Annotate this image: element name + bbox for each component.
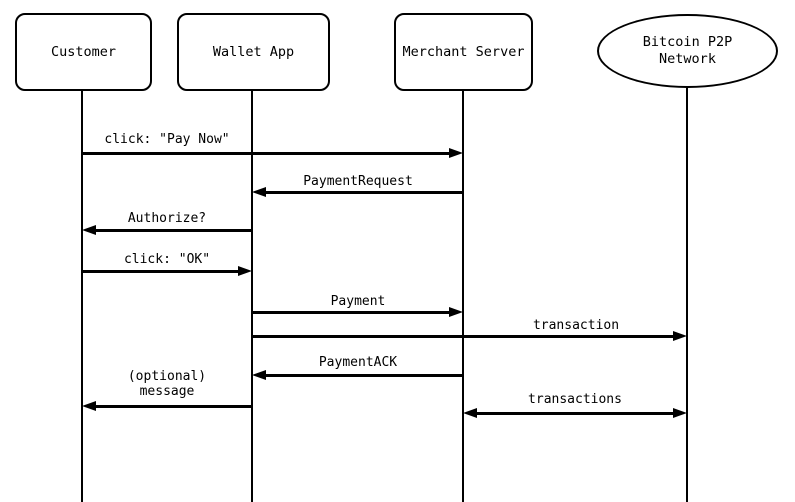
message-arrow-click-pay-now — [82, 147, 463, 159]
arrowhead-left-icon — [463, 408, 477, 418]
arrowhead-left-icon — [252, 187, 266, 197]
message-arrow-authorize — [82, 224, 252, 236]
arrow-line — [252, 335, 675, 338]
message-label-payment: Payment — [330, 294, 386, 309]
lifeline-bitcoin-p2p-network — [686, 88, 688, 502]
arrow-line — [82, 152, 451, 155]
arrow-line — [94, 405, 252, 408]
lifeline-merchant-server — [462, 91, 464, 502]
actor-merchant-server: Merchant Server — [394, 13, 533, 91]
actor-wallet-app-label: Wallet App — [212, 44, 295, 60]
message-label-optional-message: (optional) message — [127, 369, 207, 399]
arrow-line — [82, 270, 240, 273]
arrow-line — [475, 412, 675, 415]
message-label-payment-request: PaymentRequest — [303, 174, 413, 189]
message-label-authorize: Authorize? — [127, 211, 207, 226]
message-arrow-transaction — [252, 330, 687, 342]
message-label-payment-ack: PaymentACK — [318, 355, 398, 370]
actor-customer-label: Customer — [50, 44, 117, 60]
message-arrow-optional-message — [82, 400, 252, 412]
message-label-click-ok: click: "OK" — [123, 252, 211, 267]
lifeline-wallet-app — [251, 91, 253, 502]
actor-bitcoin-p2p-network: Bitcoin P2P Network — [597, 14, 778, 88]
arrowhead-left-icon — [82, 225, 96, 235]
message-label-transactions: transactions — [528, 392, 622, 407]
arrowhead-left-icon — [252, 370, 266, 380]
message-arrow-payment-request — [252, 186, 463, 198]
arrow-line — [94, 229, 252, 232]
message-arrow-transactions — [463, 407, 687, 419]
arrowhead-right-icon — [673, 331, 687, 341]
message-arrow-payment-ack — [252, 369, 463, 381]
message-arrow-payment — [252, 306, 463, 318]
arrowhead-right-icon — [238, 266, 252, 276]
arrowhead-right-icon — [673, 408, 687, 418]
actor-wallet-app: Wallet App — [177, 13, 330, 91]
actor-merchant-server-label: Merchant Server — [402, 44, 525, 60]
message-arrow-click-ok — [82, 265, 252, 277]
arrowhead-right-icon — [449, 148, 463, 158]
message-label-click-pay-now: click: "Pay Now" — [104, 132, 230, 147]
arrow-line — [264, 374, 463, 377]
actor-bitcoin-p2p-network-label: Bitcoin P2P Network — [642, 34, 733, 67]
arrow-line — [252, 311, 451, 314]
message-label-transaction: transaction — [532, 318, 620, 333]
actor-customer: Customer — [15, 13, 152, 91]
arrowhead-left-icon — [82, 401, 96, 411]
lifeline-customer — [81, 91, 83, 502]
arrow-line — [264, 191, 463, 194]
arrowhead-right-icon — [449, 307, 463, 317]
